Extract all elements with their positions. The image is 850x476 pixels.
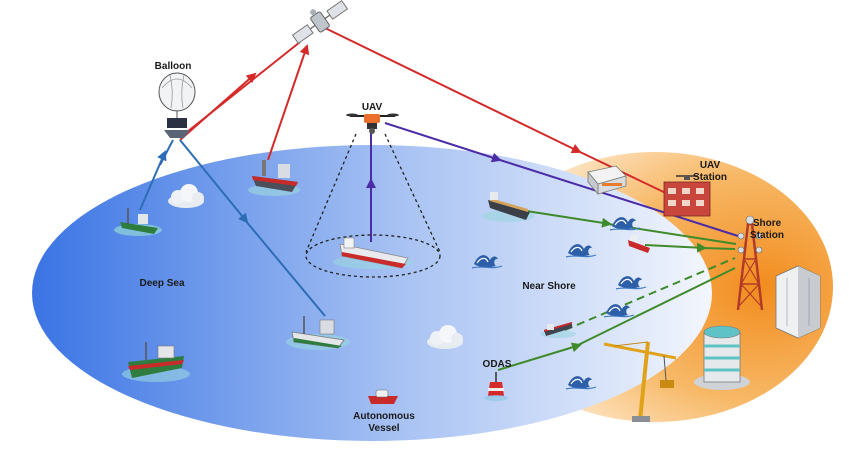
link-uav-station-continue (579, 151, 673, 197)
shore-station-label-line1: Shore (753, 218, 782, 229)
ship-icon (122, 342, 190, 382)
autonomous-vessel-label-line1: Autonomous (353, 411, 415, 422)
building-icon (587, 165, 627, 196)
uav-station-label-line2: Station (693, 172, 727, 183)
odas-label: ODAS (483, 359, 512, 370)
deep-sea-label: Deep Sea (139, 278, 184, 289)
sea-zone (32, 145, 712, 441)
link-satellite-balloon (181, 41, 301, 137)
link-uav-shore-continue (499, 159, 739, 237)
uav-icon (346, 113, 399, 134)
balloon-icon (158, 72, 196, 138)
building-icon (775, 265, 821, 339)
link-odas-shore (497, 342, 582, 371)
tower-icon (736, 215, 764, 311)
ship-icon (628, 235, 650, 253)
ship-icon (540, 322, 576, 338)
autonomous-vessel-label-line2: Vessel (368, 423, 399, 434)
link-ship-shore-2 (644, 242, 707, 253)
ship-icon (333, 237, 413, 269)
ship-icon (114, 208, 162, 236)
buoy-icon (484, 372, 508, 401)
ship-icon (286, 316, 350, 350)
uav-coverage-area (305, 234, 441, 278)
link-ship-shore-1 (519, 209, 612, 228)
near-shore-label: Near Shore (522, 281, 576, 292)
autonomous-vessel-icon (368, 389, 398, 404)
uav-cone-right (384, 133, 441, 253)
uav-station-label-line1: UAV (700, 160, 721, 171)
balloon-label: Balloon (155, 61, 192, 72)
link-vessel-shore-dashed (564, 257, 736, 331)
uav-label: UAV (362, 102, 383, 113)
ship-icon (248, 160, 300, 196)
satellite-icon (291, 0, 349, 44)
link-satellite-uav-station (324, 27, 582, 153)
shore-station-label-line2: Station (750, 230, 784, 241)
crane-icon (603, 341, 677, 422)
link-ship-satellite (267, 44, 310, 161)
building-icon (694, 325, 750, 390)
link-balloon-ship (179, 139, 249, 224)
uav-station-icon (663, 175, 711, 217)
ship-icon (482, 192, 534, 222)
link-uav-shore (384, 122, 502, 163)
